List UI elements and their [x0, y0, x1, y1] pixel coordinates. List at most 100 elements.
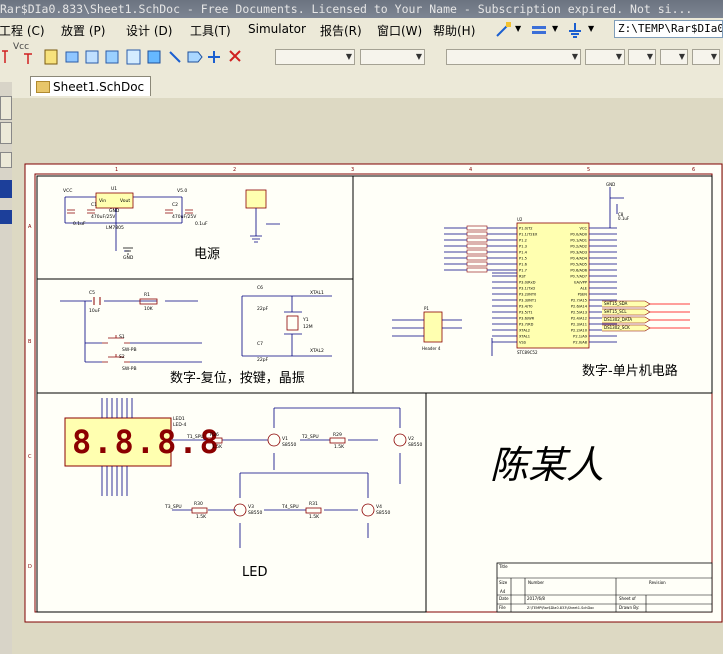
block-title-led: LED	[242, 565, 267, 580]
svg-text:V4: V4	[376, 504, 382, 510]
menu-tools[interactable]: 工具(T)	[190, 24, 231, 38]
combo-1[interactable]: ▼	[275, 49, 355, 65]
close-icon[interactable]	[229, 50, 241, 62]
transistor-v4	[361, 503, 375, 517]
schematic-workspace[interactable]: 1 2 3 4 5 6 A B C D U1 Vin Vout GND LM78…	[12, 98, 723, 654]
svg-text:T3_SPU: T3_SPU	[164, 504, 182, 510]
chevron-down-icon: ▼	[571, 52, 578, 61]
tab-label: Sheet1.SchDoc	[53, 80, 145, 94]
power-port-icon[interactable]	[2, 50, 8, 63]
left-panel[interactable]	[0, 72, 13, 654]
ruler-side: A B C D	[28, 224, 32, 570]
svg-text:A4: A4	[500, 589, 506, 594]
mcu-pin-label: P0.6/AD6	[570, 269, 587, 273]
svg-text:1.5K: 1.5K	[334, 444, 345, 450]
net-label: DS1302_SCK	[604, 325, 630, 330]
svg-text:S8550: S8550	[408, 442, 422, 448]
mcu-pin-label: P2.4/A12	[571, 317, 587, 321]
led-block-frame	[36, 392, 427, 613]
chevron-down-icon[interactable]: ▼	[515, 24, 522, 33]
panel-header	[0, 72, 12, 82]
svg-text:LED-4: LED-4	[173, 422, 186, 428]
ruler-mark: 6	[692, 167, 695, 173]
mcu-pin-label: P0.1/AD1	[570, 239, 587, 243]
svg-text:22pF: 22pF	[257, 306, 269, 312]
menu-simulator[interactable]: Simulator	[248, 22, 306, 36]
mcu-pin-label: P1.5	[519, 257, 527, 261]
mcu-pin-label: EA/VPP	[574, 281, 588, 285]
svg-text:GND: GND	[109, 208, 120, 214]
svg-text:V2: V2	[408, 436, 414, 442]
svg-text:T2_SPU: T2_SPU	[301, 434, 319, 440]
wire-tool-icon[interactable]	[495, 21, 513, 39]
menu-design[interactable]: 设计 (D)	[126, 24, 173, 38]
mcu-pin-label: P2.1/A9	[573, 335, 588, 339]
svg-text:T1_SPU: T1_SPU	[186, 434, 204, 440]
mcu-pin-label: XTAL2	[519, 329, 530, 333]
part-icon[interactable]	[44, 49, 58, 65]
panel-button-3[interactable]	[0, 152, 12, 168]
block-frames	[36, 175, 713, 613]
combo-2[interactable]: ▼	[360, 49, 425, 65]
ground-tool-icon[interactable]	[566, 21, 584, 39]
mcu-pin-label: P3.6/WR	[519, 317, 535, 321]
tab-sheet1[interactable]: Sheet1.SchDoc	[30, 76, 152, 96]
chevron-down-icon: ▼	[646, 52, 653, 61]
svg-text:0.1uF: 0.1uF	[73, 221, 86, 227]
block-title-power: 电源	[194, 247, 220, 262]
menu-help[interactable]: 帮助(H)	[433, 24, 476, 38]
sheet-symbol-icon[interactable]	[126, 49, 141, 65]
menu-bar: 工程 (C) 放置 (P) 设计 (D) 工具(T) Simulator 报告(…	[0, 18, 723, 43]
wiring-toolbar-icons	[2, 49, 241, 65]
header-4	[423, 311, 443, 343]
bus-tool-icon[interactable]	[530, 21, 548, 39]
mcu-pin-label: P2.0/A8	[573, 341, 588, 345]
menu-reports[interactable]: 报告(R)	[320, 24, 362, 38]
svg-text:V5.0: V5.0	[177, 188, 187, 194]
directive-icon[interactable]	[208, 51, 220, 63]
combo-5[interactable]: ▼	[628, 49, 656, 65]
net-label-icon[interactable]	[105, 50, 119, 64]
sheet-entry-icon[interactable]	[85, 50, 99, 64]
svg-text:GND: GND	[606, 182, 615, 187]
port-icon[interactable]	[65, 51, 79, 63]
bus-entry-icon[interactable]	[169, 51, 181, 63]
path-field[interactable]: Z:\TEMP\Rar$DIa0.8	[614, 20, 723, 38]
combo-7[interactable]: ▼	[692, 49, 720, 65]
ruler-mark: 2	[233, 167, 236, 173]
combo-3[interactable]: ▼	[446, 49, 581, 65]
panel-button-2[interactable]	[0, 122, 12, 144]
svg-text:C5: C5	[89, 290, 95, 296]
harness-icon[interactable]	[147, 50, 161, 64]
net-label: SHT15_SCL	[604, 309, 627, 314]
combo-6[interactable]: ▼	[660, 49, 688, 65]
chevron-down-icon: ▼	[710, 52, 717, 61]
chevron-down-icon[interactable]: ▼	[552, 24, 559, 33]
author-signature: 陈某人	[490, 443, 604, 487]
svg-text:C2: C2	[172, 202, 178, 208]
mcu-chip	[516, 222, 590, 349]
schematic-sheet[interactable]: 1 2 3 4 5 6 A B C D U1 Vin Vout GND LM78…	[12, 98, 723, 654]
svg-text:P1: P1	[424, 306, 429, 311]
offsheet-icon[interactable]	[187, 51, 203, 63]
mcu-pin-label: P0.3/AD3	[570, 251, 587, 255]
document-tabs: Sheet1.SchDoc	[12, 72, 723, 99]
led-circuit: 8.8.8.8 LED1 LED-4 T1_SPU T2_SPU T3_SPU …	[64, 398, 422, 580]
panel-selection-2[interactable]	[0, 210, 12, 224]
mcu-pin-label: P1.1/T2EX	[519, 233, 538, 237]
svg-text:Title: Title	[498, 564, 508, 569]
menu-window[interactable]: 窗口(W)	[377, 24, 423, 38]
panel-selection-1[interactable]	[0, 180, 12, 198]
mcu-pin-label: P0.2/AD2	[570, 245, 587, 249]
panel-button-1[interactable]	[0, 96, 12, 120]
mcu-circuit: U2 STC89C52 P1.0/T2P1.1/T2EXP1.2P1.3P1.4…	[392, 182, 690, 379]
menu-place[interactable]: 放置 (P)	[61, 24, 106, 38]
transistor-v2	[393, 433, 407, 447]
combo-4[interactable]: ▼	[585, 49, 625, 65]
vcc-icon[interactable]	[24, 53, 32, 64]
mcu-pin-label: P3.2/INT0	[519, 293, 537, 297]
mcu-pins: P1.0/T2P1.1/T2EXP1.2P1.3P1.4P1.5P1.6P1.7…	[444, 225, 617, 345]
chevron-down-icon[interactable]: ▼	[588, 24, 595, 33]
ruler-mark: 1	[115, 167, 118, 173]
menu-project[interactable]: 工程 (C)	[0, 24, 45, 38]
